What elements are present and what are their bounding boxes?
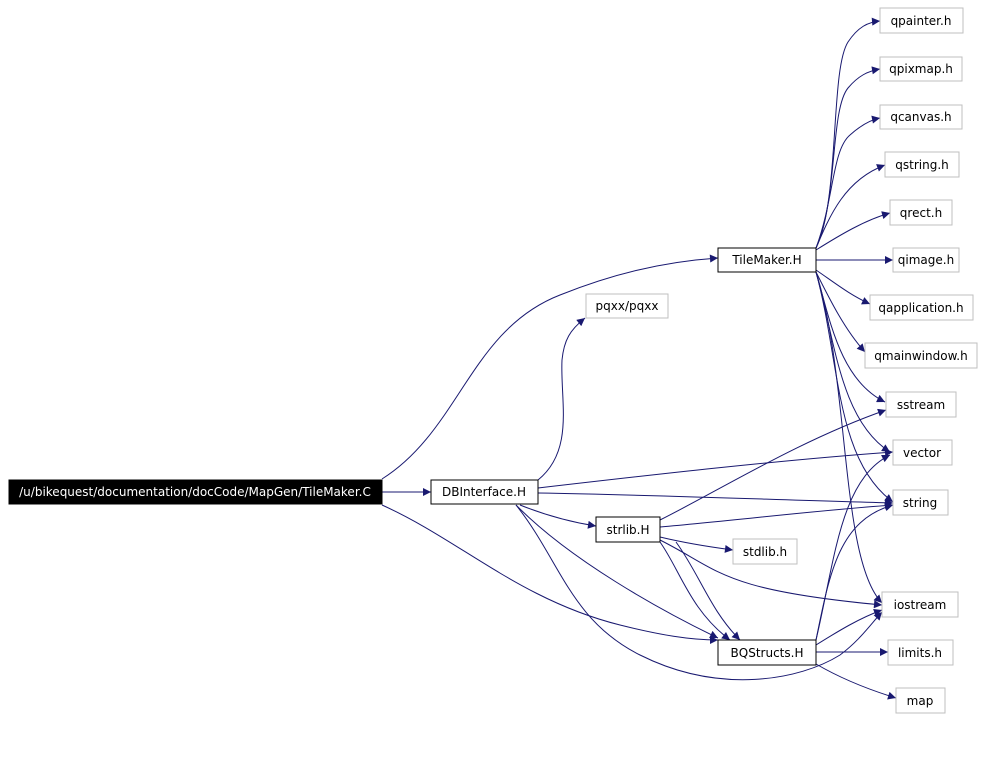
node-label: string bbox=[903, 496, 937, 510]
node-qcanvas-h: qcanvas.h bbox=[879, 104, 963, 130]
node-tilemaker-h[interactable]: TileMaker.H bbox=[717, 247, 817, 273]
edge-strlib-stdlib bbox=[659, 536, 734, 553]
edge-tilemaker-qrect bbox=[815, 211, 891, 251]
node-iostream: iostream bbox=[881, 591, 959, 618]
node-label: qstring.h bbox=[895, 158, 948, 172]
node-pqxx: pqxx/pqxx bbox=[585, 293, 669, 319]
node-label: BQStructs.H bbox=[731, 646, 804, 660]
edge-strlib-string bbox=[659, 501, 894, 528]
edge-dbinterface-string bbox=[537, 492, 894, 507]
edge-tilemaker-qapplication bbox=[815, 269, 871, 305]
node-stdlib-h: stdlib.h bbox=[732, 538, 798, 565]
edge-strlib-bqstructs-2 bbox=[659, 541, 731, 641]
edge-tilemaker-qmainwindow bbox=[815, 271, 866, 353]
edge-strlib-iostream bbox=[659, 539, 883, 609]
edge-bqstructs-vector bbox=[815, 454, 891, 641]
edge-bqstructs-map bbox=[815, 663, 897, 700]
edge-root-tilemaker bbox=[381, 254, 719, 480]
edge-tilemaker-qcanvas bbox=[815, 115, 881, 249]
nodes: /u/bikequest/documentation/docCode/MapGe… bbox=[8, 7, 978, 714]
edge-dbinterface-iostream bbox=[515, 504, 883, 681]
node-qpainter-h: qpainter.h bbox=[879, 7, 964, 34]
node-label: sstream bbox=[897, 398, 945, 412]
node-label: map bbox=[907, 694, 934, 708]
edge-tilemaker-qpixmap bbox=[815, 66, 881, 249]
edge-root-bqstructs bbox=[381, 504, 719, 644]
node-label: /u/bikequest/documentation/docCode/MapGe… bbox=[19, 485, 371, 499]
edge-dbinterface-vector bbox=[537, 448, 894, 489]
node-string: string bbox=[892, 489, 949, 516]
node-map: map bbox=[895, 687, 946, 714]
edge-tilemaker-qstring bbox=[815, 164, 886, 249]
node-qstring-h: qstring.h bbox=[884, 151, 960, 178]
node-label: TileMaker.H bbox=[731, 253, 801, 267]
edge-dbinterface-bqstructs bbox=[515, 504, 719, 639]
node-label: qpainter.h bbox=[891, 14, 952, 28]
node-label: vector bbox=[903, 446, 941, 460]
node-bqstructs-h[interactable]: BQStructs.H bbox=[717, 639, 817, 666]
edge-dbinterface-pqxx bbox=[537, 317, 586, 481]
node-strlib-h[interactable]: strlib.H bbox=[595, 516, 661, 543]
node-label: strlib.H bbox=[606, 523, 649, 537]
node-label: qapplication.h bbox=[878, 301, 963, 315]
node-label: qcanvas.h bbox=[890, 110, 951, 124]
node-label: pqxx/pqxx bbox=[596, 299, 659, 313]
node-dbinterface-h[interactable]: DBInterface.H bbox=[430, 479, 539, 505]
edge-strlib-bqstructs bbox=[675, 541, 741, 641]
edge-tilemaker-string bbox=[815, 271, 894, 503]
node-qpixmap-h: qpixmap.h bbox=[879, 56, 963, 82]
node-label: limits.h bbox=[898, 646, 942, 660]
node-qrect-h: qrect.h bbox=[889, 199, 953, 226]
node-label: iostream bbox=[894, 598, 947, 612]
edge-tilemaker-iostream bbox=[815, 271, 883, 604]
node-qmainwindow-h: qmainwindow.h bbox=[864, 342, 978, 369]
node-label: qmainwindow.h bbox=[874, 349, 967, 363]
edge-dbinterface-strlib bbox=[519, 504, 597, 529]
node-label: qpixmap.h bbox=[889, 62, 953, 76]
node-label: qimage.h bbox=[898, 253, 954, 267]
node-label: stdlib.h bbox=[743, 545, 787, 559]
node-sstream: sstream bbox=[885, 391, 957, 418]
edge-strlib-sstream bbox=[659, 408, 887, 521]
node-label: DBInterface.H bbox=[442, 485, 526, 499]
node-qapplication-h: qapplication.h bbox=[869, 294, 974, 321]
edge-bqstructs-string bbox=[815, 503, 894, 641]
edge-bqstructs-iostream bbox=[815, 608, 883, 646]
node-vector: vector bbox=[892, 439, 953, 466]
node-limits-h: limits.h bbox=[887, 639, 954, 666]
node-qimage-h: qimage.h bbox=[892, 247, 960, 273]
edges bbox=[381, 17, 897, 700]
node-label: qrect.h bbox=[900, 206, 942, 220]
node-root-file[interactable]: /u/bikequest/documentation/docCode/MapGe… bbox=[8, 479, 383, 505]
